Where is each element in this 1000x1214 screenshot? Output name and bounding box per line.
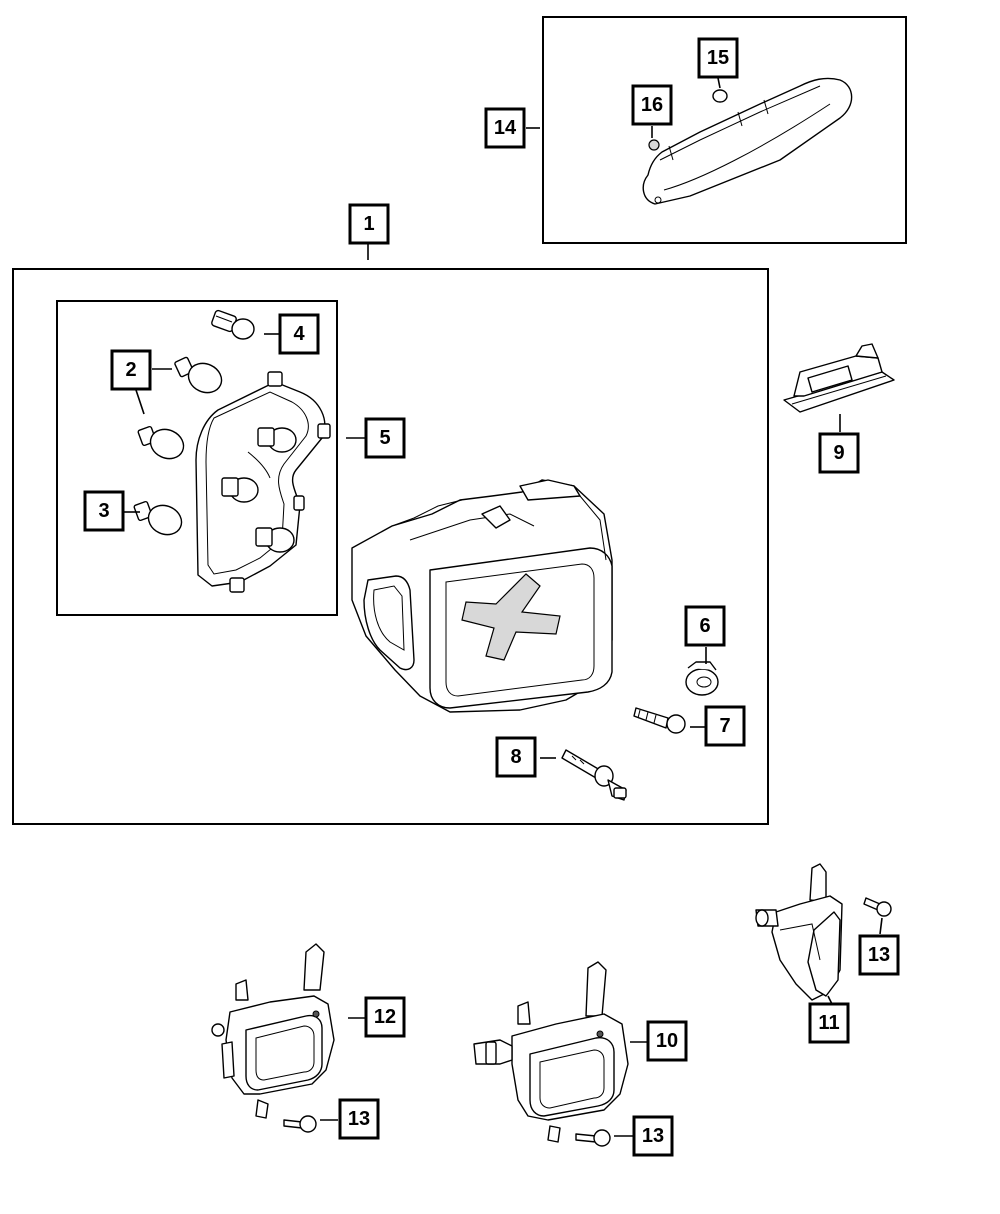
svg-text:14: 14 — [494, 117, 517, 139]
socket-and-bulb-subgroup-frame — [56, 300, 338, 616]
bulb-2b-drawing — [137, 425, 185, 460]
svg-text:12: 12 — [374, 1006, 396, 1028]
screw-13b-drawing — [575, 1129, 611, 1147]
lamp-12-drawing — [211, 943, 335, 1119]
third-brake-lamp-group-frame — [542, 16, 907, 244]
callout-15: 15 — [697, 37, 739, 79]
adjuster-8-drawing — [561, 749, 627, 801]
svg-text:8: 8 — [510, 746, 521, 768]
fastener-6-drawing — [685, 661, 719, 696]
bulb-socket-housing-drawing — [195, 371, 331, 593]
callout-10: 10 — [646, 1020, 688, 1062]
screw-13a-drawing — [283, 1115, 317, 1133]
svg-text:3: 3 — [98, 500, 109, 522]
callout-5: 5 — [364, 417, 406, 459]
svg-text:13: 13 — [868, 944, 890, 966]
tail-lamp-assembly-frame — [12, 268, 769, 825]
svg-text:6: 6 — [699, 615, 710, 637]
callout-3: 3 — [83, 490, 125, 532]
license-lamp-9-drawing — [783, 343, 895, 413]
svg-text:4: 4 — [293, 323, 305, 345]
callout-9: 9 — [818, 432, 860, 474]
svg-text:16: 16 — [641, 94, 663, 116]
callout-13-center: 13 — [632, 1115, 674, 1157]
callout-16: 16 — [631, 84, 673, 126]
svg-text:10: 10 — [656, 1030, 678, 1052]
leader-lines — [124, 77, 883, 1137]
screw-7-drawing — [633, 707, 686, 734]
callout-1: 1 — [348, 203, 390, 245]
callout-14: 14 — [484, 107, 526, 149]
callout-13-left: 13 — [338, 1098, 380, 1140]
svg-text:2: 2 — [125, 359, 136, 381]
bulb-3-drawing — [133, 500, 183, 536]
callout-6: 6 — [684, 605, 726, 647]
svg-text:7: 7 — [719, 715, 730, 737]
svg-text:9: 9 — [833, 442, 844, 464]
svg-text:13: 13 — [348, 1108, 370, 1130]
screw-13c-drawing — [863, 897, 892, 917]
callout-2: 2 — [110, 349, 152, 391]
callout-8: 8 — [495, 736, 537, 778]
callout-7: 7 — [704, 705, 746, 747]
lamp-11-drawing — [755, 863, 843, 1001]
svg-text:1: 1 — [363, 213, 374, 235]
callout-4: 4 — [278, 313, 320, 355]
svg-text:11: 11 — [818, 1012, 839, 1034]
callout-13-right: 13 — [858, 934, 900, 976]
svg-text:13: 13 — [642, 1125, 664, 1147]
svg-text:5: 5 — [379, 427, 390, 449]
grommet-15-drawing — [712, 89, 728, 103]
bulb-4-drawing — [211, 309, 255, 340]
bulb-2a-drawing — [174, 356, 223, 394]
callout-12: 12 — [364, 996, 406, 1038]
callout-11: 11 — [808, 1002, 850, 1044]
tail-lamp-main-drawing — [351, 479, 613, 713]
lamp-10-drawing — [473, 961, 629, 1143]
svg-text:15: 15 — [707, 47, 729, 69]
nut-16-drawing — [648, 139, 660, 151]
high-mount-stop-lamp-drawing — [642, 77, 853, 205]
